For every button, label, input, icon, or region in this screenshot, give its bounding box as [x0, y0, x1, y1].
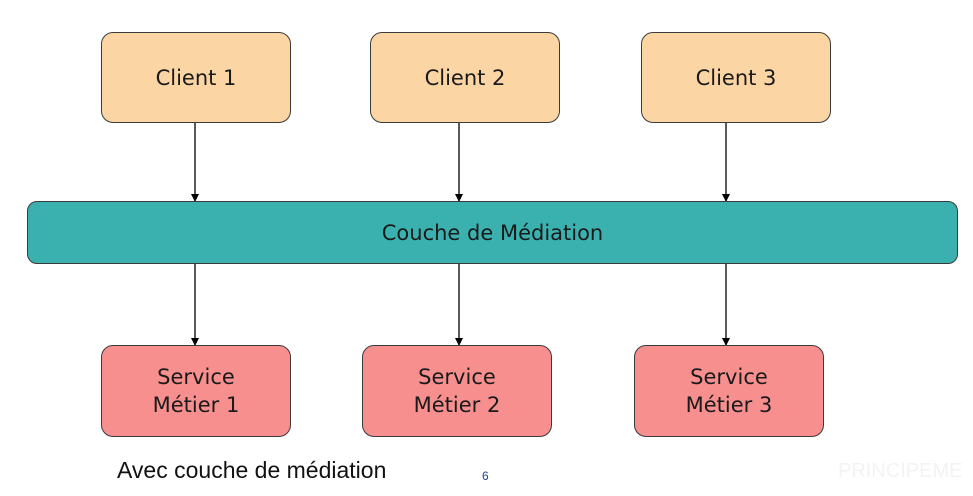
service-1-label-line1: Service — [157, 365, 235, 389]
mediation-layer-label: Couche de Médiation — [381, 220, 604, 245]
service-2-label-line1: Service — [418, 365, 496, 389]
service-3-label-line2: Métier 3 — [685, 393, 773, 417]
client-3-label: Client 3 — [695, 65, 777, 90]
page-number: 6 — [482, 469, 489, 483]
mediation-layer-box: Couche de Médiation — [27, 201, 958, 264]
service-2-box: Service Métier 2 — [362, 345, 552, 437]
client-2-box: Client 2 — [370, 32, 560, 123]
service-2-label-line2: Métier 2 — [413, 393, 501, 417]
service-1-box: Service Métier 1 — [101, 345, 291, 437]
service-3-label-line1: Service — [690, 365, 768, 389]
client-3-box: Client 3 — [641, 32, 831, 123]
faded-section-title: PRINCIPEME — [838, 460, 963, 482]
client-1-label: Client 1 — [155, 65, 237, 90]
slide-caption: Avec couche de médiation — [117, 457, 387, 483]
client-2-label: Client 2 — [424, 65, 506, 90]
client-1-box: Client 1 — [101, 32, 291, 123]
service-1-label-line2: Métier 1 — [152, 393, 240, 417]
service-3-box: Service Métier 3 — [634, 345, 824, 437]
